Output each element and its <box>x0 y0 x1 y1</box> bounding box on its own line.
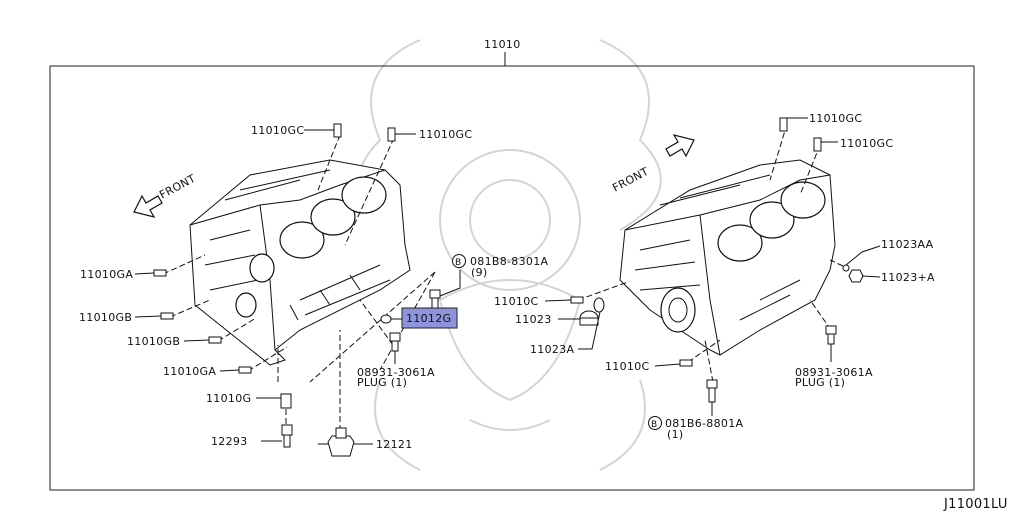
dowel-pin <box>779 117 788 132</box>
svg-text:B: B <box>455 258 461 268</box>
dowel-pin <box>679 359 693 367</box>
callout-12293: 12293 <box>211 435 248 448</box>
oil-seal-bore <box>235 292 257 318</box>
dowel-pin <box>570 296 584 304</box>
callout-081b6-qty: (1) <box>667 428 683 441</box>
left-parts <box>153 123 441 457</box>
callout-081b8-8301a: 081B8-8301A <box>470 255 549 268</box>
callout-08931-3061a-left: 08931-3061A <box>357 366 435 379</box>
dowel-pin <box>208 336 222 344</box>
callout-08931-3061a-right: 08931-3061A <box>795 366 873 379</box>
front-label-left: FRONT <box>157 172 198 202</box>
callout-plug-left: PLUG (1) <box>357 376 407 389</box>
callout-11010gc-right-a: 11010GC <box>809 112 862 125</box>
callout-081b6-8801a: 081B6-8801A <box>665 417 744 430</box>
plug-icon <box>389 332 401 352</box>
callout-12121: 12121 <box>376 438 413 451</box>
front-label-right: FRONT <box>610 165 651 195</box>
bolt-icon <box>706 379 718 403</box>
callout-11010gc-right-b: 11010GC <box>840 137 893 150</box>
callout-11010ga-left-a: 11010GA <box>80 268 133 281</box>
washer-icon <box>842 264 850 272</box>
highlighted-part-label: 11012G <box>406 312 451 325</box>
assembly-number: 11010 <box>484 38 521 51</box>
cylinder-bore <box>749 201 795 239</box>
left-leader-lines <box>162 134 436 440</box>
dowel-pin <box>280 393 292 409</box>
o-ring-icon <box>380 314 392 324</box>
callout-11010gc-left-b: 11010GC <box>419 128 472 141</box>
callout-11010g: 11010G <box>206 392 251 405</box>
left-engine-block <box>189 159 411 366</box>
bolt-icon <box>429 289 441 309</box>
bolt-icon <box>281 424 293 448</box>
dowel-pin <box>813 137 822 152</box>
crank-journal <box>249 253 275 283</box>
callout-11023aa: 11023AA <box>881 238 934 251</box>
highlighted-part-11012g[interactable]: 11012G <box>401 307 458 329</box>
bolt-symbol-right: B <box>648 416 662 430</box>
right-parts <box>570 117 864 403</box>
svg-text:B: B <box>651 420 657 430</box>
dowel-pin <box>153 269 167 277</box>
right-leader-lines <box>577 123 844 383</box>
callout-11010gb-left-b: 11010GB <box>127 335 180 348</box>
cylinder-bore <box>717 224 763 262</box>
cylinder-bore <box>780 181 826 219</box>
callout-11010gc-left-a: 11010GC <box>251 124 304 137</box>
callout-11010ga-left-b: 11010GA <box>163 365 216 378</box>
seal-washer-icon <box>593 297 605 313</box>
callout-11023: 11023 <box>515 313 552 326</box>
callout-11023a: 11023A <box>530 343 574 356</box>
callout-plug-right: PLUG (1) <box>795 376 845 389</box>
diagram-frame <box>49 65 975 491</box>
right-callout-lines <box>544 117 881 416</box>
front-arrow-icon <box>133 194 163 218</box>
knock-sensor-icon <box>318 427 355 457</box>
callout-11010c-upper: 11010C <box>494 295 538 308</box>
callout-11023-plus-a: 11023+A <box>881 271 935 284</box>
bolt-symbol-left: B <box>452 254 466 268</box>
cylinder-bore <box>341 176 387 214</box>
nut-icon <box>848 269 864 283</box>
front-arrow-icon <box>665 134 695 158</box>
plug-icon <box>579 310 599 326</box>
cylinder-bore <box>310 198 356 236</box>
right-engine-block <box>619 159 836 356</box>
left-callout-lines <box>134 129 461 445</box>
callout-11010c-lower: 11010C <box>605 360 649 373</box>
dowel-pin <box>238 366 252 374</box>
diagram-code: J11001LU <box>943 497 1008 511</box>
callout-11010gb-left-a: 11010GB <box>79 311 132 324</box>
rear-main-bore <box>660 287 696 333</box>
plug-icon <box>825 325 837 345</box>
dowel-pin <box>160 312 174 320</box>
cylinder-bore <box>279 221 325 259</box>
dowel-pin <box>333 123 342 138</box>
callout-081b8-qty: (9) <box>471 266 487 279</box>
dowel-pin <box>387 127 396 142</box>
